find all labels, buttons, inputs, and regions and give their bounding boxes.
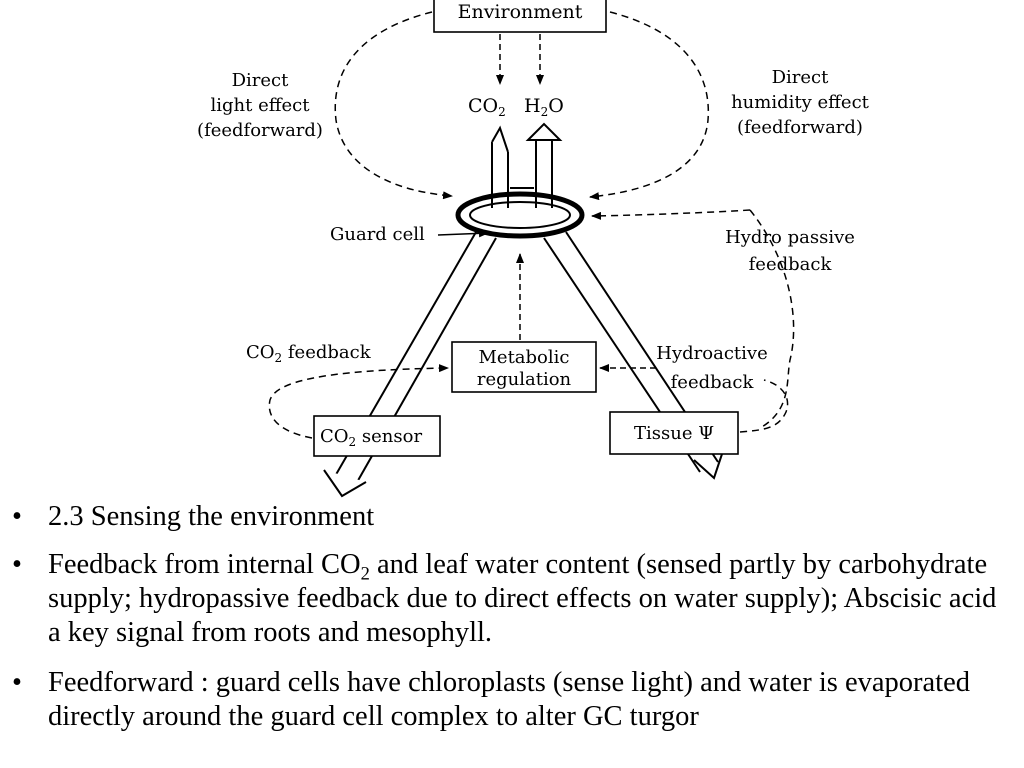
svg-text:feedback: feedback — [671, 372, 755, 393]
svg-text:Direct: Direct — [772, 67, 830, 88]
svg-text:(feedforward): (feedforward) — [737, 117, 863, 138]
bullet-marker: • — [12, 667, 22, 698]
list-item-text: 2.3 Sensing the environment — [48, 501, 375, 532]
bullet-marker: • — [12, 501, 22, 532]
h2o-label: H2O — [524, 95, 564, 119]
guard-cell-label: Guard cell — [330, 224, 425, 245]
svg-text:humidity effect: humidity effect — [731, 92, 870, 113]
svg-text:feedback: feedback — [749, 254, 833, 275]
bullet-marker: • — [12, 549, 22, 580]
direct-humidity-label: Direct humidity effect (feedforward) — [731, 67, 870, 138]
guard-cell-pore — [455, 122, 585, 239]
co2-sensor-box: CO2 sensor — [313, 415, 441, 457]
svg-text:(feedforward): (feedforward) — [197, 120, 323, 141]
svg-text:regulation: regulation — [477, 369, 572, 390]
svg-text:CO2 sensor: CO2 sensor — [320, 426, 422, 449]
list-item-text: Feedback from internal CO2 and leaf wate… — [48, 549, 997, 648]
tissue-feedback-loop — [739, 379, 789, 433]
environment-label: Environment — [458, 1, 583, 23]
svg-text:Direct: Direct — [232, 70, 290, 91]
co2-label: CO2 — [468, 95, 506, 119]
svg-text:light effect: light effect — [211, 95, 311, 116]
environment-to-gases-arrows — [496, 34, 544, 85]
co2-feedback-label: CO2 feedback — [246, 342, 372, 365]
feedforward-loops — [334, 11, 795, 429]
direct-light-label: Direct light effect (feedforward) — [197, 70, 323, 141]
hydro-passive-label: Hydro passive feedback — [725, 227, 855, 275]
tissue-psi-box: Tissue Ψ — [609, 411, 739, 455]
svg-text:Hydroactive: Hydroactive — [656, 343, 767, 364]
co2-feedback-loop — [268, 364, 449, 439]
svg-text:Metabolic: Metabolic — [478, 347, 569, 368]
stomatal-regulation-diagram: Environment CO2 H2O Direct light effect … — [197, 0, 870, 498]
environment-box: Environment — [433, 0, 607, 33]
list-item-text: Feedforward : guard cells have chloropla… — [48, 667, 970, 732]
metabolic-regulation-box: Metabolic regulation — [451, 341, 597, 393]
svg-text:Hydro passive: Hydro passive — [725, 227, 855, 248]
svg-text:Tissue Ψ: Tissue Ψ — [634, 423, 714, 444]
hydroactive-feedback-label: Hydroactive feedback — [656, 343, 767, 393]
